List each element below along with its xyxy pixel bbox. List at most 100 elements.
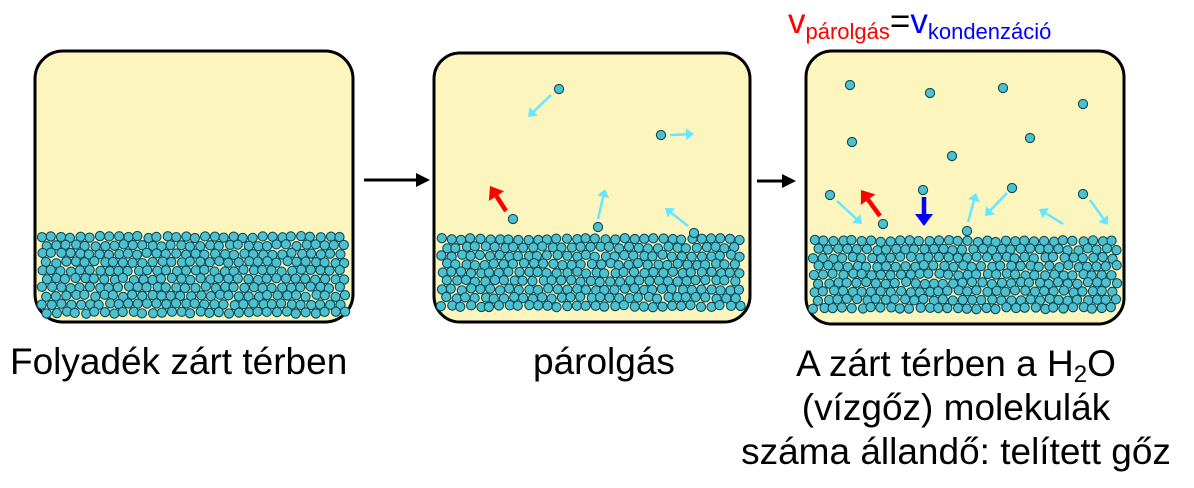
molecule [1088,252,1099,263]
molecule [205,240,216,251]
molecule [730,276,741,287]
molecule [441,275,452,286]
container-panel-1 [33,49,355,324]
molecule [184,241,196,252]
molecule [252,256,263,267]
molecule [706,266,717,278]
molecule [861,276,872,288]
molecule [586,258,598,270]
molecule [147,256,158,268]
molecule [651,293,663,304]
molecule [532,266,543,278]
molecule [1100,294,1111,305]
molecule [223,257,234,268]
molecule [1048,302,1059,313]
molecule [1009,269,1021,280]
molecule [507,258,519,269]
molecule [943,235,955,246]
molecule [1057,235,1068,246]
molecule [475,233,486,244]
molecule [275,298,287,309]
molecule [184,308,196,319]
vapor-molecules [824,79,1109,237]
molecule [1044,293,1055,304]
molecule [943,252,954,263]
molecule [836,252,848,264]
molecule [644,275,655,287]
molecule [176,306,187,318]
molecule [517,242,529,253]
molecule [271,273,282,284]
molecule [450,242,461,254]
molecule [157,256,168,267]
molecule [714,299,725,311]
rate-subscript-evaporation: párolgás [805,19,890,44]
molecule [1077,286,1088,297]
molecule [189,232,201,244]
molecule [610,300,621,312]
molecule [223,290,234,301]
molecule [1072,278,1083,290]
molecule [619,233,630,244]
molecule [95,265,106,277]
molecule [870,293,881,304]
molecule [1067,235,1078,246]
molecule [924,87,936,99]
molecule [330,306,341,317]
molecule [827,302,838,314]
molecule [685,300,696,311]
molecule [45,231,56,242]
molecule [518,257,530,269]
molecule [46,299,57,311]
molecule [517,292,529,304]
motion-arrow [966,193,980,223]
molecule [50,291,61,302]
molecule [589,233,600,244]
molecule [1024,243,1036,254]
molecule [104,231,115,242]
molecule [446,266,457,277]
condensation-rate: vkondenzáció [910,2,1051,43]
molecule [36,231,48,243]
molecule [701,241,713,253]
motion-arrow [665,208,689,227]
molecule [933,302,944,314]
molecule [594,292,606,303]
molecule [109,308,120,319]
molecule [981,302,992,314]
molecule [56,282,67,293]
molecule [181,231,192,242]
molecule [253,241,264,252]
molecule [894,303,905,314]
molecule [122,248,134,259]
molecule [339,306,351,317]
molecule [469,241,480,252]
molecule [599,301,610,312]
molecule [171,231,182,243]
rate-symbol: v [788,2,806,41]
molecule [828,285,840,296]
molecule [942,269,954,280]
molecule [1001,302,1012,313]
molecule [851,277,862,289]
molecule [1038,235,1050,247]
molecule [305,264,316,275]
molecule [335,299,346,310]
molecule [69,307,80,319]
molecule [528,242,539,253]
molecule [310,308,322,319]
molecule [45,247,57,258]
molecule [648,233,659,244]
molecule [942,285,953,296]
molecule [319,240,330,251]
molecule [556,275,567,286]
molecule [295,299,306,310]
molecule [261,306,272,318]
molecule [445,283,456,294]
molecule [466,300,477,311]
molecule [483,301,495,313]
molecule [824,189,836,201]
molecule [991,269,1002,280]
motion-arrow [985,192,1008,216]
molecule [861,243,873,255]
